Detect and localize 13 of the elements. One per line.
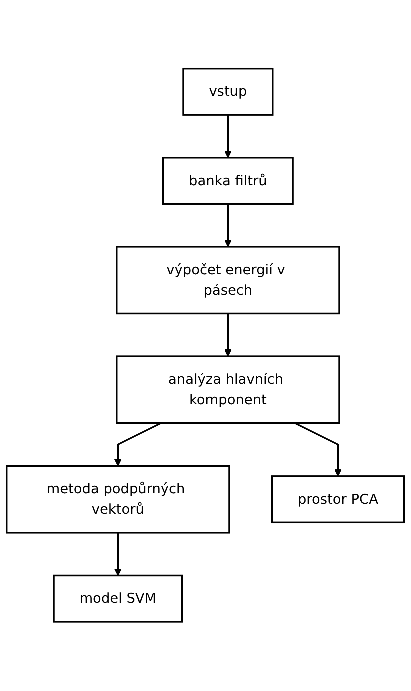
arrow [114, 533, 122, 576]
node-box: prostor PCA [271, 476, 405, 524]
node-box: metoda podpůrných vektorů [6, 465, 230, 534]
arrow [294, 422, 342, 477]
arrow [224, 204, 232, 248]
arrow [224, 115, 232, 158]
arrow [224, 314, 232, 357]
arrow [114, 422, 162, 467]
node-box: výpočet energií v pásech [116, 246, 340, 315]
node-box: model SVM [53, 574, 184, 623]
node-box: banka filtrů [162, 157, 294, 206]
node-box: analýza hlavních komponent [116, 356, 340, 424]
node-box: vstup [182, 68, 274, 116]
